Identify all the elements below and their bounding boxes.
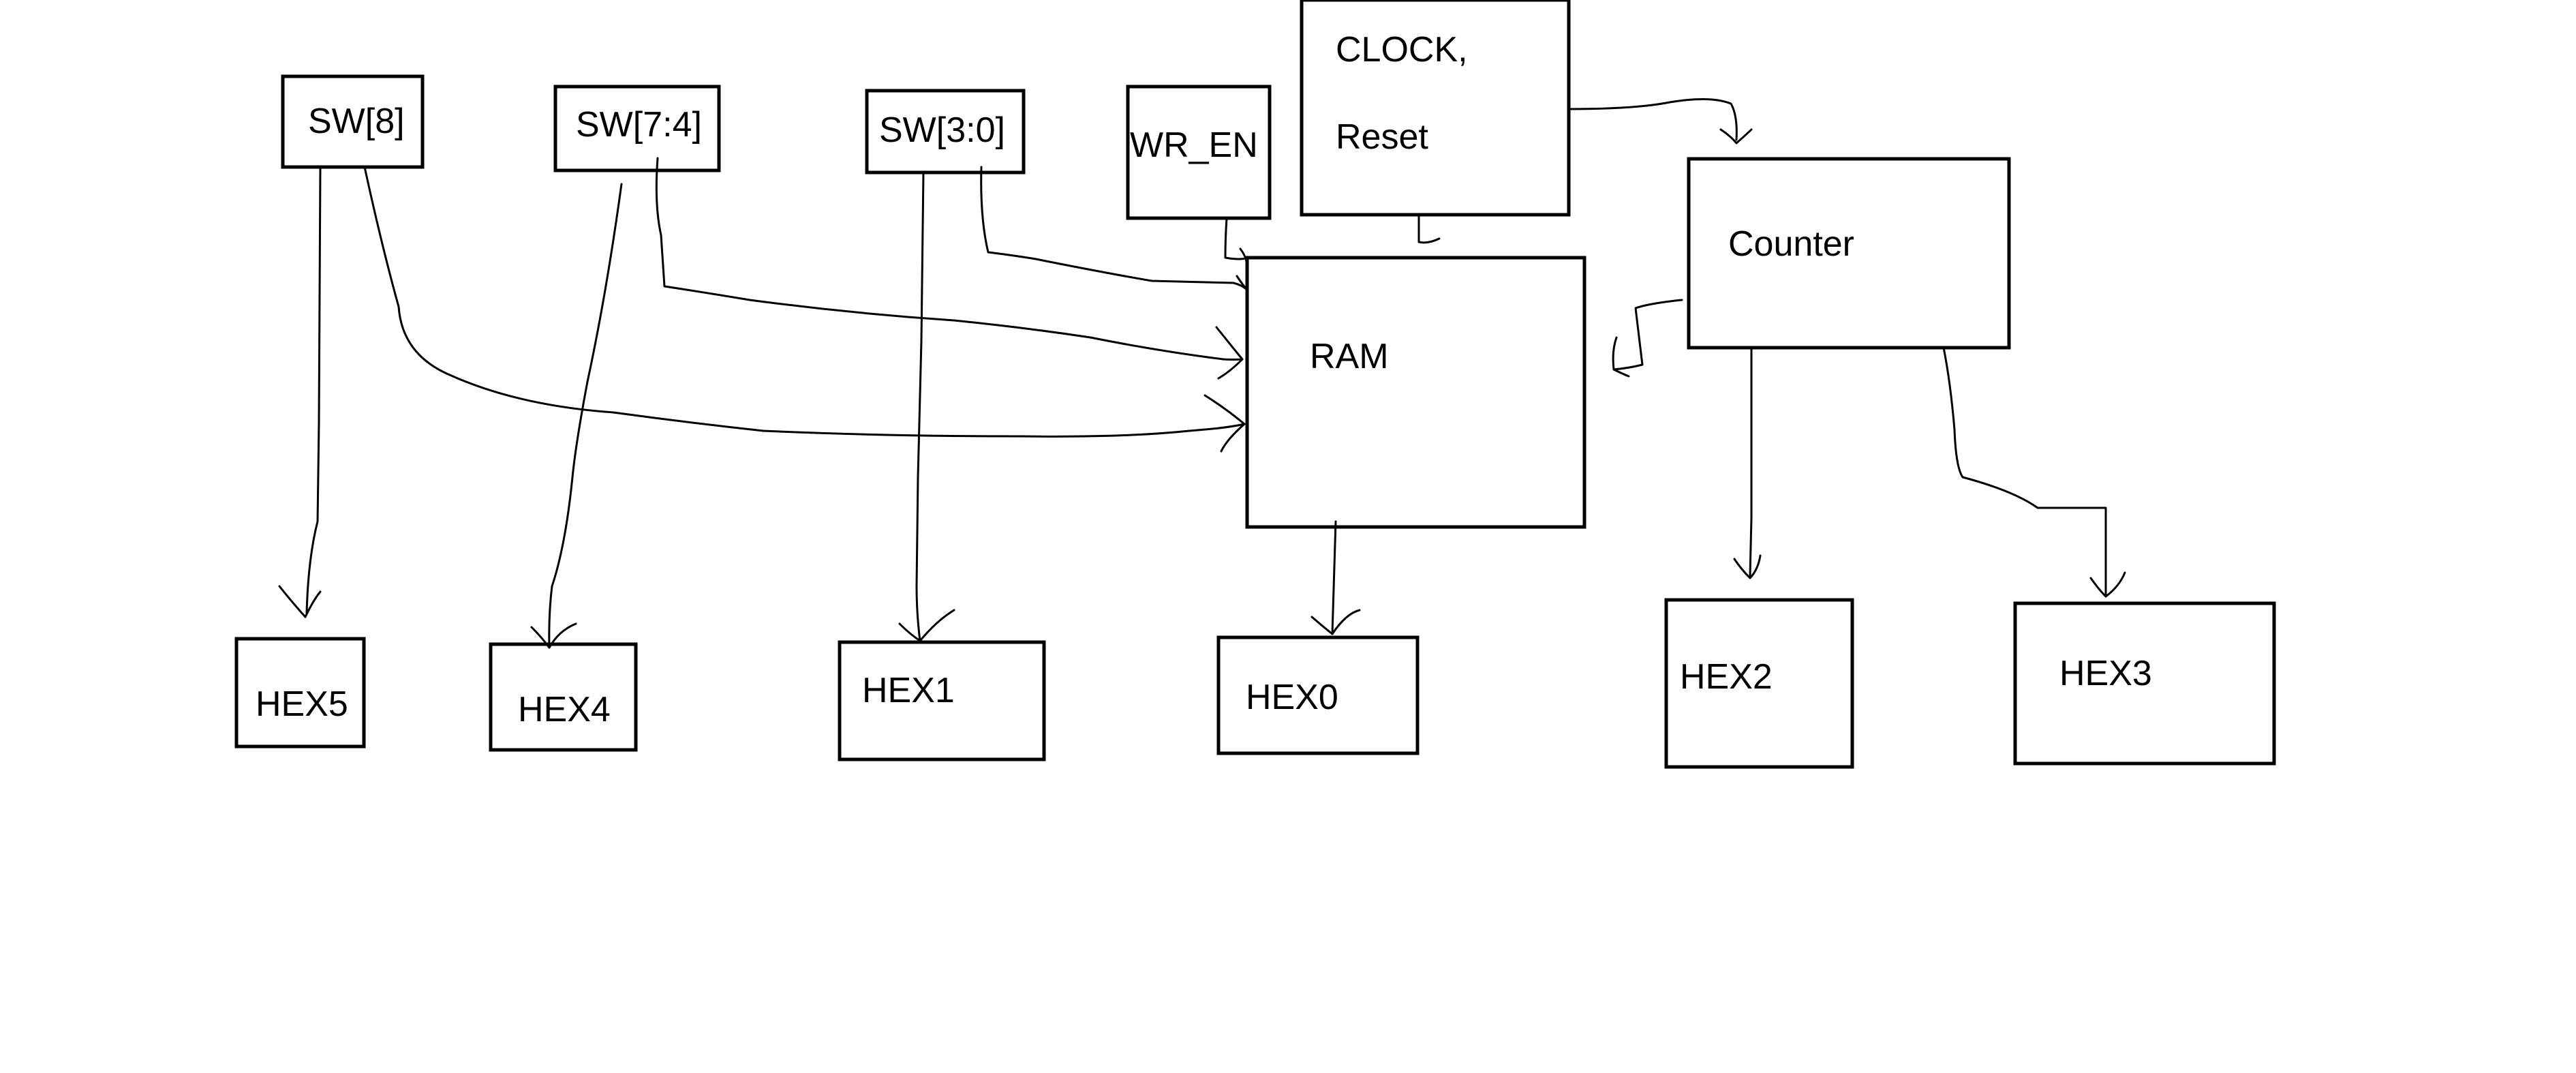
wire-wren-ram xyxy=(1224,217,1250,269)
wire-counter-hex2 xyxy=(1733,346,1762,579)
wire-counter-hex3 xyxy=(1942,346,2126,598)
hex1-label: HEX1 xyxy=(862,671,955,710)
hex1-block: HEX1 xyxy=(838,640,1046,761)
hex5-block: HEX5 xyxy=(234,637,366,749)
sw74-block: SW[7:4] xyxy=(553,85,721,172)
hex4-block: HEX4 xyxy=(489,642,638,752)
wr-en-block: WR_EN xyxy=(1126,85,1272,220)
hex2-block: HEX2 xyxy=(1664,598,1854,769)
ram-block: RAM xyxy=(1245,256,1586,529)
wire-sw8-ram xyxy=(363,166,1246,453)
ram-label: RAM xyxy=(1310,337,1389,376)
sw30-block: SW[3:0] xyxy=(865,89,1026,175)
hex0-block: HEX0 xyxy=(1216,635,1420,755)
wire-sw74-ram xyxy=(655,157,1244,380)
hex3-label: HEX3 xyxy=(2059,654,2152,693)
hex2-label: HEX2 xyxy=(1680,657,1773,697)
wire-sw8-hex5 xyxy=(278,166,322,618)
counter-label: Counter xyxy=(1728,224,1854,264)
hex4-label: HEX4 xyxy=(518,690,611,729)
hex3-block: HEX3 xyxy=(2013,601,2276,766)
wire-sw30-ram xyxy=(980,166,1248,291)
sw8-block: SW[8] xyxy=(281,74,425,169)
hex0-label: HEX0 xyxy=(1246,678,1338,717)
reset-label: Reset xyxy=(1336,117,1428,157)
wire-sw30-hex1 xyxy=(898,171,955,642)
clock-reset-block: CLOCK, Reset xyxy=(1300,0,1571,217)
counter-block: Counter xyxy=(1687,157,2011,350)
clock-label: CLOCK, xyxy=(1336,30,1468,70)
sw74-label: SW[7:4] xyxy=(576,105,702,145)
wire-clock-ram xyxy=(1417,213,1441,244)
wire-clock-counter xyxy=(1567,98,1753,145)
hex5-label: HEX5 xyxy=(256,684,348,724)
sw8-label: SW[8] xyxy=(308,102,405,141)
wire-sw74-hex4 xyxy=(530,183,623,649)
wire-counter-ram xyxy=(1612,299,1683,378)
wire-ram-hex0 xyxy=(1310,520,1361,635)
wr-en-label: WR_EN xyxy=(1130,125,1258,165)
sw30-label: SW[3:0] xyxy=(879,110,1005,150)
